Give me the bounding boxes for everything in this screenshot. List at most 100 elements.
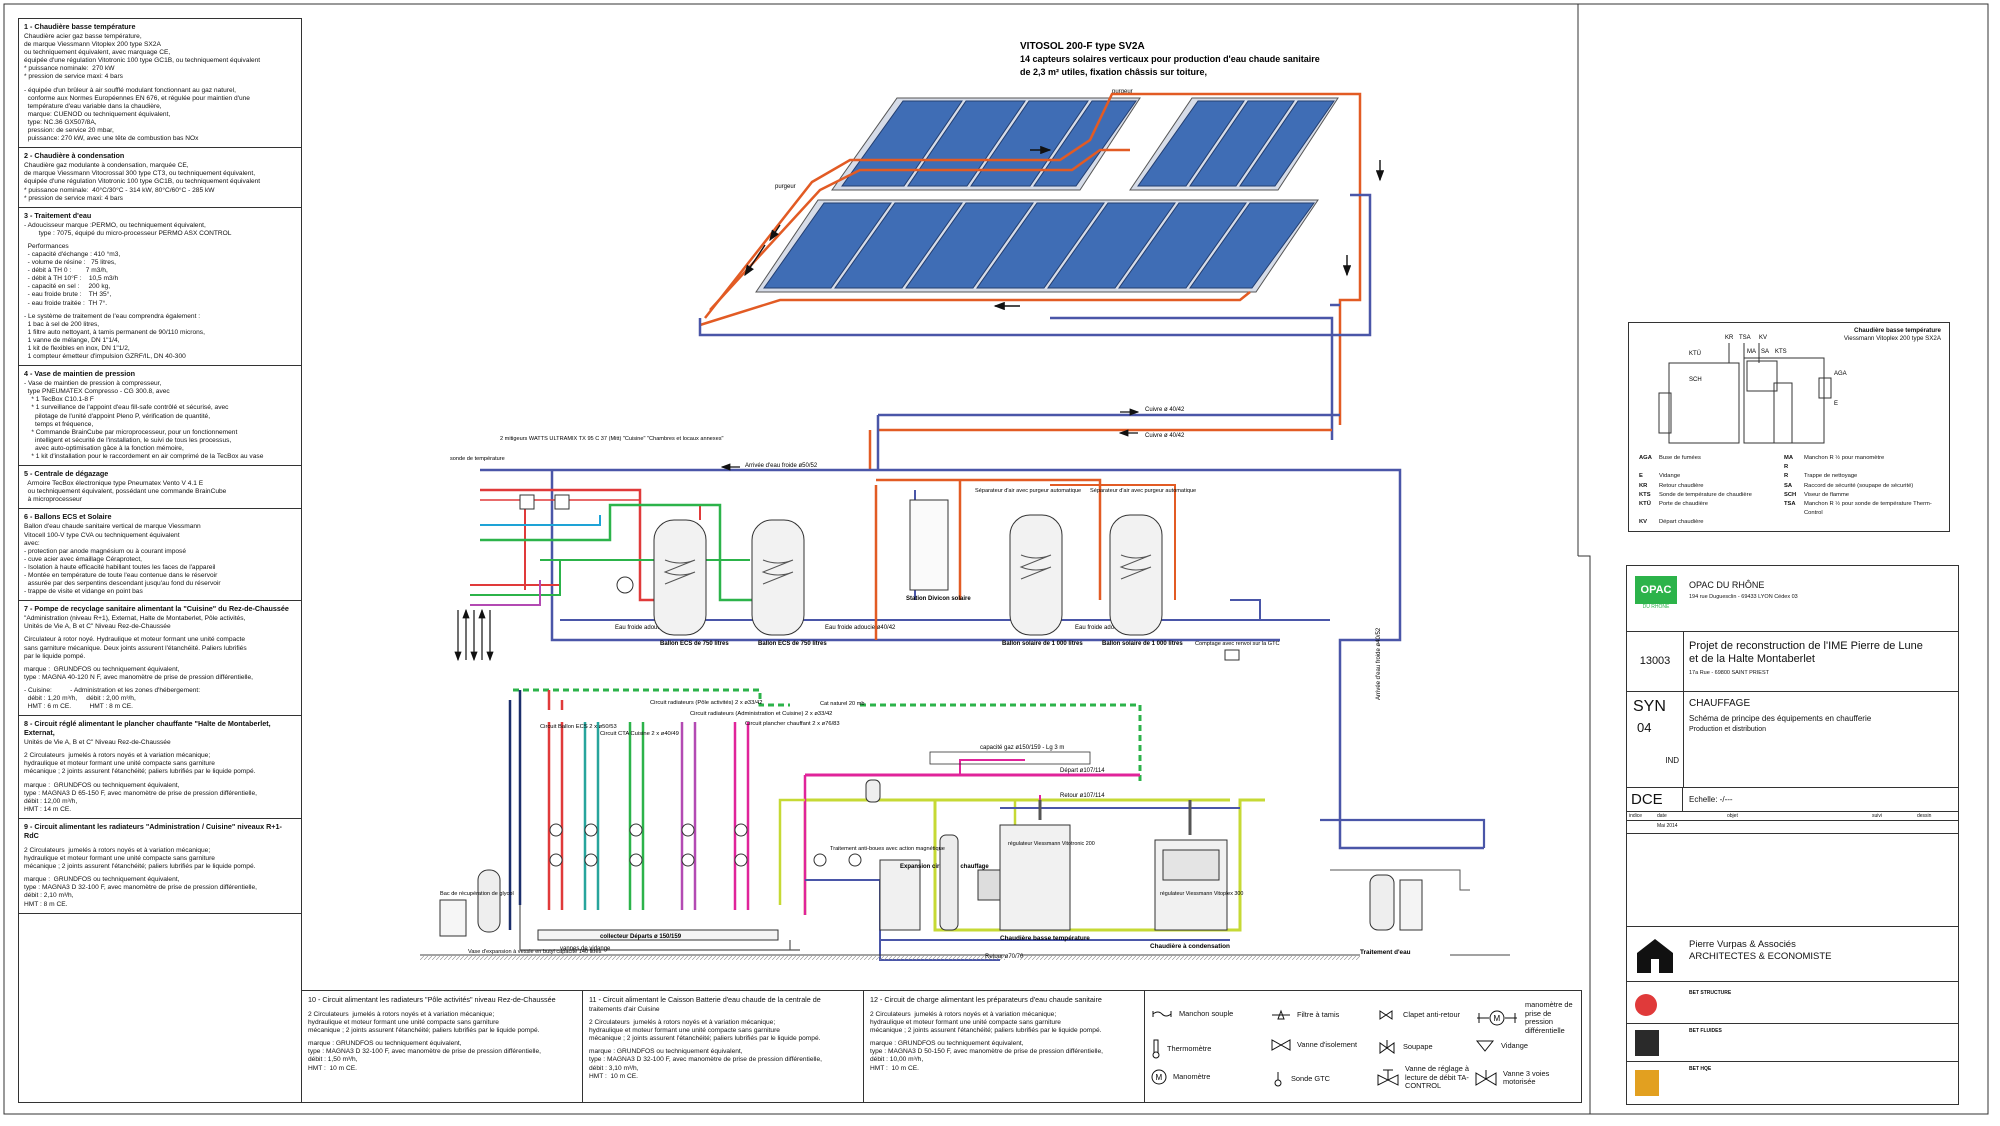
spec-section-title: 12 - Circuit de charge alimentant les pr… (870, 995, 1102, 1004)
spec-line: mécanique ; 2 joints assurent l'étanchéi… (24, 863, 256, 871)
spec-line: équipée d'une régulation Vitotronic 100 … (24, 178, 261, 186)
spec-line: débit : 1,50 m³/h, (308, 1056, 358, 1064)
spec-line: * pression de service maxi: 4 bars (24, 194, 123, 202)
drawing-code: SYN 04 IND (1627, 692, 1684, 787)
scale: Echelle: -/--- (1689, 795, 1733, 804)
spec-line: traitements d'air Cuisine (589, 1006, 660, 1013)
spec-line: débit : 2,10 m³/h, (24, 892, 74, 900)
spec-section-10: 10 - Circuit alimentant les radiateurs "… (302, 991, 583, 1102)
boiler-legend-cell: SCH (1784, 491, 1797, 498)
row-date: Mai 2014 (1657, 823, 1678, 829)
vitotronic-label: régulateur Viessmann Vitotronic 200 (1008, 841, 1095, 847)
cuivre-label-1: Cuivre ø 40/42 (1145, 407, 1185, 413)
spec-line: mécanique ; 2 joints assurent l'étanchéi… (870, 1027, 1102, 1035)
spec-line: - volume de résine : 75 litres, (24, 259, 116, 267)
spec-line: HMT : 10 m CE. (589, 1072, 638, 1080)
boiler-legend-cell: Départ chaudière (1659, 519, 1704, 526)
spec-section-7: 7 - Pompe de recyclage sanitaire aliment… (19, 601, 301, 717)
spec-line: Unités de Vie A, B et C" Niveau Rez-de-C… (24, 739, 171, 747)
spec-section-5: 5 - Centrale de dégazage Armoire TecBox … (19, 466, 301, 510)
comptage-label: Comptage avec renvoi sur la GTC (1195, 641, 1280, 647)
boiler-legend-row: R (1639, 463, 1939, 472)
boiler-legend-cell: R (1784, 473, 1789, 480)
spec-line: 2 Circulateurs jumelés à rotors noyés et… (24, 752, 211, 760)
lbl-sa: SA (1761, 349, 1769, 355)
spec-line: débit : 3,10 m³/h, (589, 1064, 639, 1072)
bet-hqe-logo (1635, 1070, 1659, 1096)
solar-title: VITOSOL 200-F type SV2A (1020, 41, 1145, 52)
symbol-legend: Manchon souple Filtre à tamis Clapet ant… (1145, 991, 1581, 1102)
architect-row: Pierre Vurpas & Associés ARCHITECTES & E… (1627, 926, 1958, 982)
spec-section-title: 5 - Centrale de dégazage (24, 469, 109, 479)
spec-line: mécanique ; 2 joints assurent l'étanchéi… (24, 768, 256, 776)
chaudiere-cond-label: Chaudière à condensation (1150, 943, 1230, 950)
purgeur-label: purgeur (1112, 89, 1133, 95)
ballon-solaire-1: Ballon solaire de 1 000 litres (1002, 514, 1083, 647)
spec-section-8: 8 - Circuit réglé alimentant le plancher… (19, 716, 301, 819)
spec-line: - Montée en température de toute l'eau c… (24, 571, 218, 579)
mitigeurs-label: 2 mitigeurs WATTS ULTRAMIX TX 95 C 37 (M… (500, 436, 723, 442)
bet-structure-row: BET STRUCTURE (1627, 986, 1958, 1024)
spec-line: type : 7075, équipé du micro-processeur … (24, 229, 232, 237)
spec-line: type : MAGNA3 D 65-150 F, avec manomètre… (24, 789, 257, 797)
arrivee-ef-vertical: Arrivée d'eau froide ø40/52 (1376, 627, 1382, 700)
boiler-legend-cell (1804, 518, 1939, 527)
spec-line: - cuve acier avec émaillage Céraprotect, (24, 555, 143, 563)
spec-line: type : MAGNA3 D 32-100 F, avec manomètre… (308, 1048, 541, 1056)
spec-line: intelligent et sécurité de l'installatio… (24, 436, 232, 444)
legend-text: Sonde GTC (1291, 1073, 1331, 1083)
spec-line: conforme aux Normes Européennes EN 676, … (24, 94, 250, 102)
spec-line: par le liquide pompé. (24, 652, 86, 660)
boiler-title-2: Viessmann Vitoplex 200 type SX2A (1843, 335, 1941, 342)
ef-adoucie-2: Eau froide adoucie ø40/42 (825, 625, 896, 631)
legend-text: Manomètre (1173, 1071, 1211, 1081)
legend-clapet: Clapet anti-retour (1377, 1009, 1460, 1021)
spec-line: sans garniture mécanique. Deux joints as… (24, 644, 247, 652)
spec-section-title: 1 - Chaudière basse température (24, 22, 136, 31)
arrivee-ef-label: Arrivée d'eau froide ø50/52 (745, 463, 818, 469)
drawing-row: SYN 04 IND CHAUFFAGE Schéma de principe … (1627, 692, 1958, 788)
legend-soupape: Soupape (1377, 1039, 1433, 1055)
legend-manometre: M Manomètre (1151, 1069, 1210, 1085)
spec-line: 1 compteur émetteur d'impulsion GZRF/IL,… (24, 353, 186, 361)
vanne-3-voies-icon (1475, 1070, 1497, 1086)
indice-label: IND (1665, 756, 1679, 765)
spec-line: 1 kit de flexibles en inox, DN 1"1/2, (24, 345, 130, 352)
sonde-gtc-icon (1274, 1072, 1282, 1087)
boiler-legend-cell: KV (1639, 519, 1648, 526)
syn-number: 04 (1637, 720, 1652, 735)
spec-line: ou techniquement équivalent, avec marqua… (24, 49, 171, 57)
spec-line: Ballon d'eau chaude sanitaire vertical d… (24, 523, 201, 531)
legend-sonde: Sonde GTC (1271, 1071, 1330, 1087)
bet-fluides: BET FLUIDES (1689, 1028, 1722, 1034)
lbl-kr: KR (1725, 335, 1734, 341)
filtre-icon (1272, 1009, 1290, 1020)
chaudiere-condensation: Chaudière à condensation régulateur Vies… (1150, 839, 1243, 950)
spec-line: Circulateur à rotor noyé. Hydraulique et… (24, 636, 246, 644)
ballon-ecs-2: Ballon ECS de 750 litres (751, 519, 827, 647)
spec-line: Vitocell 100-V type CVA ou techniquement… (24, 531, 180, 539)
collecteur-label: collecteur Départs ø 150/159 (600, 934, 682, 940)
spec-line: pression: de service 20 mbar, (24, 127, 114, 135)
spec-line: marque : GRUNDFOS ou techniquement équiv… (870, 1040, 1024, 1048)
spec-line: 1 filtre auto nettoyant, à tamis permane… (24, 328, 205, 336)
drawing-description: Schéma de principe des équipements en ch… (1689, 714, 1872, 723)
revision-table: indice date objet suivi dessin Mai 2014 (1627, 812, 1958, 834)
boiler-legend-cell: Manchon R ½ pour sonde de température Th… (1804, 501, 1932, 517)
spec-line: - Adoucisseur marque :PERMO, ou techniqu… (24, 221, 206, 229)
spec-line: hydraulique et moteur formant une unité … (589, 1027, 780, 1035)
spec-line: Armoire TecBox électronique type Pneumat… (24, 480, 204, 488)
project-row: 13003 Projet de reconstruction de l'IME … (1627, 632, 1958, 692)
spec-line: 2 Circulateurs jumelés à rotors noyés et… (589, 1019, 776, 1027)
phase: DCE (1627, 788, 1683, 811)
ballon-ecs-1: Ballon ECS de 750 litres (653, 519, 729, 647)
legend-manchon: Manchon souple (1151, 1009, 1233, 1019)
spec-line: température d'eau variable dans la chaud… (24, 102, 162, 110)
